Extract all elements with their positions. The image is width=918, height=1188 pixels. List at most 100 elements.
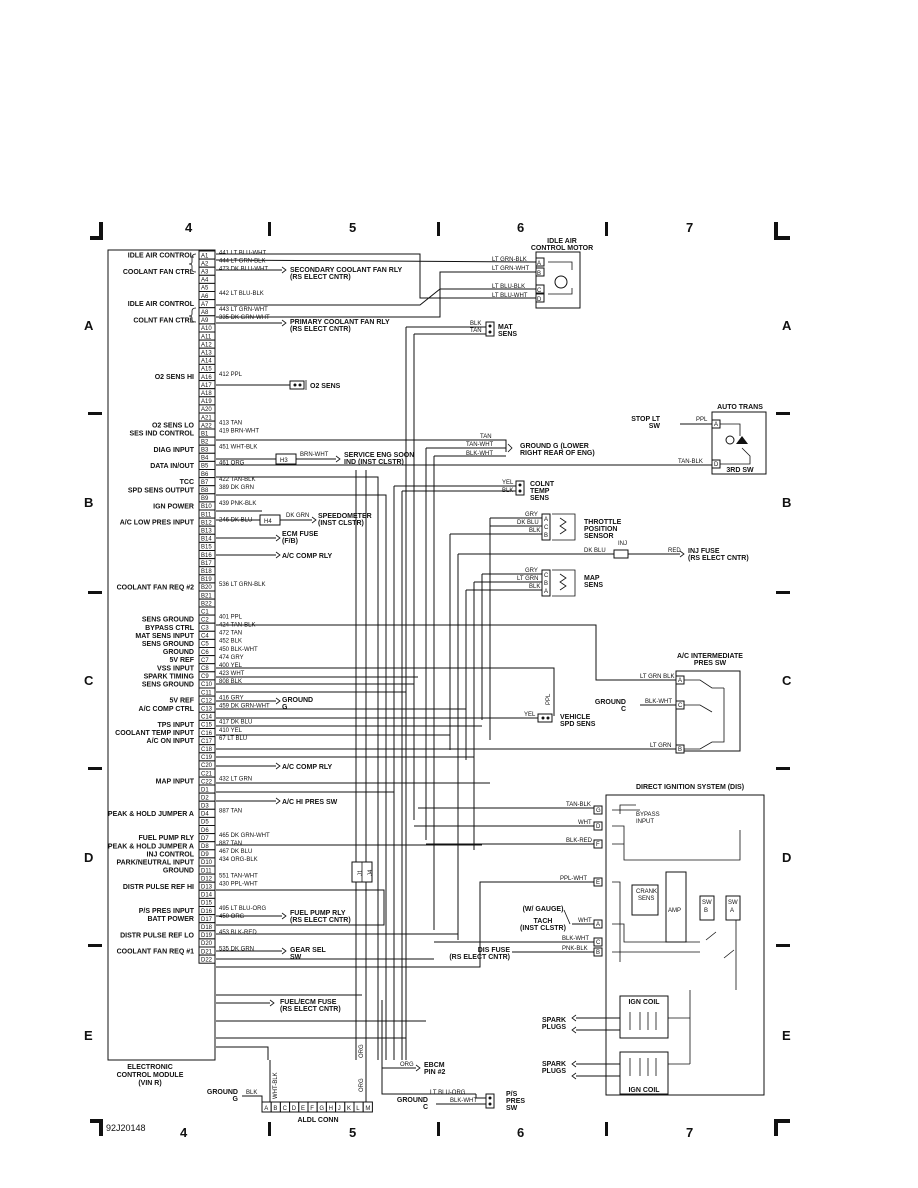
- wire-label: 450 ORG: [219, 914, 245, 920]
- svg-text:C: C: [782, 673, 792, 688]
- ecm-pin-label: C10: [201, 682, 213, 688]
- svg-text:G: G: [233, 1096, 239, 1103]
- svg-text:SPD SENS: SPD SENS: [560, 721, 596, 728]
- ecm-function-label: IDLE AIR CONTROL: [128, 253, 195, 260]
- ecm-function-label: IGN POWER: [153, 503, 194, 510]
- zone-num: 7: [686, 220, 693, 235]
- aldl-pin-label: K: [347, 1106, 351, 1112]
- wire-label: 67 LT BLU: [219, 736, 247, 742]
- svg-text:BLK: BLK: [502, 488, 513, 494]
- svg-text:STOP LT: STOP LT: [631, 416, 661, 423]
- svg-text:PRES SW: PRES SW: [694, 660, 727, 667]
- wire-label: 434 ORG-BLK: [219, 857, 258, 863]
- ecm-function-label: SENS GROUND: [142, 641, 194, 648]
- svg-text:DIRECT IGNITION SYSTEM (DIS): DIRECT IGNITION SYSTEM (DIS): [636, 784, 744, 791]
- ecm-pin-label: D15: [201, 901, 213, 907]
- zone-num: 6: [517, 220, 524, 235]
- zone-ticks: [88, 222, 790, 1136]
- ecm-pin-label: B14: [201, 537, 212, 543]
- aldl-pin-label: E: [301, 1106, 305, 1112]
- svg-text:B: B: [596, 950, 600, 956]
- ecm-function-label: MAT SENS INPUT: [135, 633, 194, 640]
- svg-text:IGN COIL: IGN COIL: [628, 999, 660, 1006]
- wire-label: 335 DK GRN-WHT: [219, 315, 270, 321]
- ecm-pin-label: B5: [201, 464, 209, 470]
- wire-label: 423 WHT: [219, 671, 245, 677]
- svg-text:SW: SW: [702, 900, 712, 906]
- ecm-function-label: BYPASS CTRL: [145, 625, 195, 632]
- wire-label: 410 YEL: [219, 728, 243, 734]
- svg-text:G: G: [282, 704, 288, 711]
- wire-label: 536 LT GRN-BLK: [219, 582, 265, 588]
- svg-text:D: D: [596, 824, 601, 830]
- svg-text:G: G: [596, 808, 601, 814]
- svg-text:AMP: AMP: [668, 908, 681, 914]
- ecm-pin-label: B4: [201, 456, 209, 462]
- zone-numbers-top: 4 5 6 7: [185, 220, 693, 235]
- wire-label: 416 GRY: [219, 695, 244, 701]
- ecm-pin-label: D21: [201, 949, 213, 955]
- zone-num: 5: [349, 220, 356, 235]
- svg-text:PPL: PPL: [696, 417, 708, 423]
- ecm-function-label: A/C ON INPUT: [147, 738, 195, 745]
- svg-text:FUEL/ECM FUSE: FUEL/ECM FUSE: [280, 999, 337, 1006]
- svg-text:ORG: ORG: [400, 1062, 414, 1068]
- aldl-pin-label: J: [338, 1106, 341, 1112]
- ecm-function-label: O2 SENS HI: [155, 374, 194, 381]
- svg-text:SPARK: SPARK: [542, 1061, 566, 1068]
- ecm-pin-label: B10: [201, 504, 212, 510]
- mat-sensor: BLK TAN MAT SENS: [405, 321, 517, 1060]
- svg-text:BLK-WHT: BLK-WHT: [562, 936, 589, 942]
- svg-text:GROUND: GROUND: [595, 699, 626, 706]
- ecm-pin-label: A16: [201, 375, 212, 381]
- aldl-pin-label: B: [273, 1106, 277, 1112]
- svg-text:(W/ GAUGE): (W/ GAUGE): [523, 906, 564, 913]
- ecm-function-label: COOLANT TEMP INPUT: [115, 730, 195, 737]
- svg-text:LT GRN-WHT: LT GRN-WHT: [492, 266, 529, 272]
- wire-label: 495 LT BLU-ORG: [219, 906, 266, 912]
- svg-text:IGN COIL: IGN COIL: [628, 1087, 660, 1094]
- ecm-function-label: O2 SENS LO: [152, 423, 195, 430]
- ecm-pin-label: A1: [201, 253, 209, 259]
- svg-text:COLNT: COLNT: [530, 481, 555, 488]
- wire-label: 432 LT GRN: [219, 776, 252, 782]
- svg-text:J1: J1: [358, 869, 364, 876]
- ecm-pin-label: D13: [201, 885, 213, 891]
- wire-label: 444 LT GRN-BLK: [219, 258, 265, 264]
- ecm-pin-label: A13: [201, 351, 212, 357]
- ecm-pin-label: C12: [201, 698, 213, 704]
- svg-text:RIGHT REAR OF ENG): RIGHT REAR OF ENG): [520, 450, 595, 457]
- ecm-pin-label: A22: [201, 423, 212, 429]
- svg-text:TAN: TAN: [480, 434, 492, 440]
- wire-label: 551 TAN-WHT: [219, 873, 258, 879]
- wire-label: 417 DK BLU: [219, 720, 252, 726]
- zone-letters-left: A B C D E: [84, 318, 94, 1043]
- pri-fan-rly-label: PRIMARY COOLANT FAN RLY: [290, 319, 390, 326]
- ecm-pin-label: A4: [201, 278, 209, 284]
- svg-text:A: A: [544, 517, 548, 523]
- ecm-pin-label: B15: [201, 545, 212, 551]
- iac-wiring: [215, 253, 537, 324]
- ecm-pin-label: A2: [201, 261, 209, 267]
- ecm-pin-label: B20: [201, 585, 212, 591]
- ecm-function-label: SENS GROUND: [142, 617, 194, 624]
- ecm-function-label: DISTR PULSE REF LO: [120, 932, 194, 939]
- mat-sens-label: MAT: [498, 324, 513, 331]
- ecm-pin-label: A12: [201, 342, 212, 348]
- svg-text:POSITION: POSITION: [584, 526, 617, 533]
- o2-sensor: O2 SENS: [216, 380, 341, 390]
- wire-label: 459 DK GRN-WHT: [219, 703, 270, 709]
- iac-motor-label: CONTROL MOTOR: [531, 245, 593, 252]
- ecm-pin-label: A17: [201, 383, 212, 389]
- ecm-pin-label: C1: [201, 609, 209, 615]
- zone-num: 4: [180, 1125, 188, 1140]
- ecm-pin-label: C21: [201, 771, 213, 777]
- svg-text:TAN-WHT: TAN-WHT: [466, 442, 494, 448]
- svg-text:B: B: [704, 908, 708, 914]
- ecm-pin-column: A1A2A3A4A5A6A7A8A9A10A11A12A13A14A15A16A…: [198, 250, 216, 964]
- wire-label: 400 YEL: [219, 663, 243, 669]
- svg-text:C: C: [537, 288, 542, 294]
- ecm-function-label: FUEL PUMP RLY: [139, 835, 195, 842]
- svg-text:AUTO TRANS: AUTO TRANS: [717, 404, 763, 411]
